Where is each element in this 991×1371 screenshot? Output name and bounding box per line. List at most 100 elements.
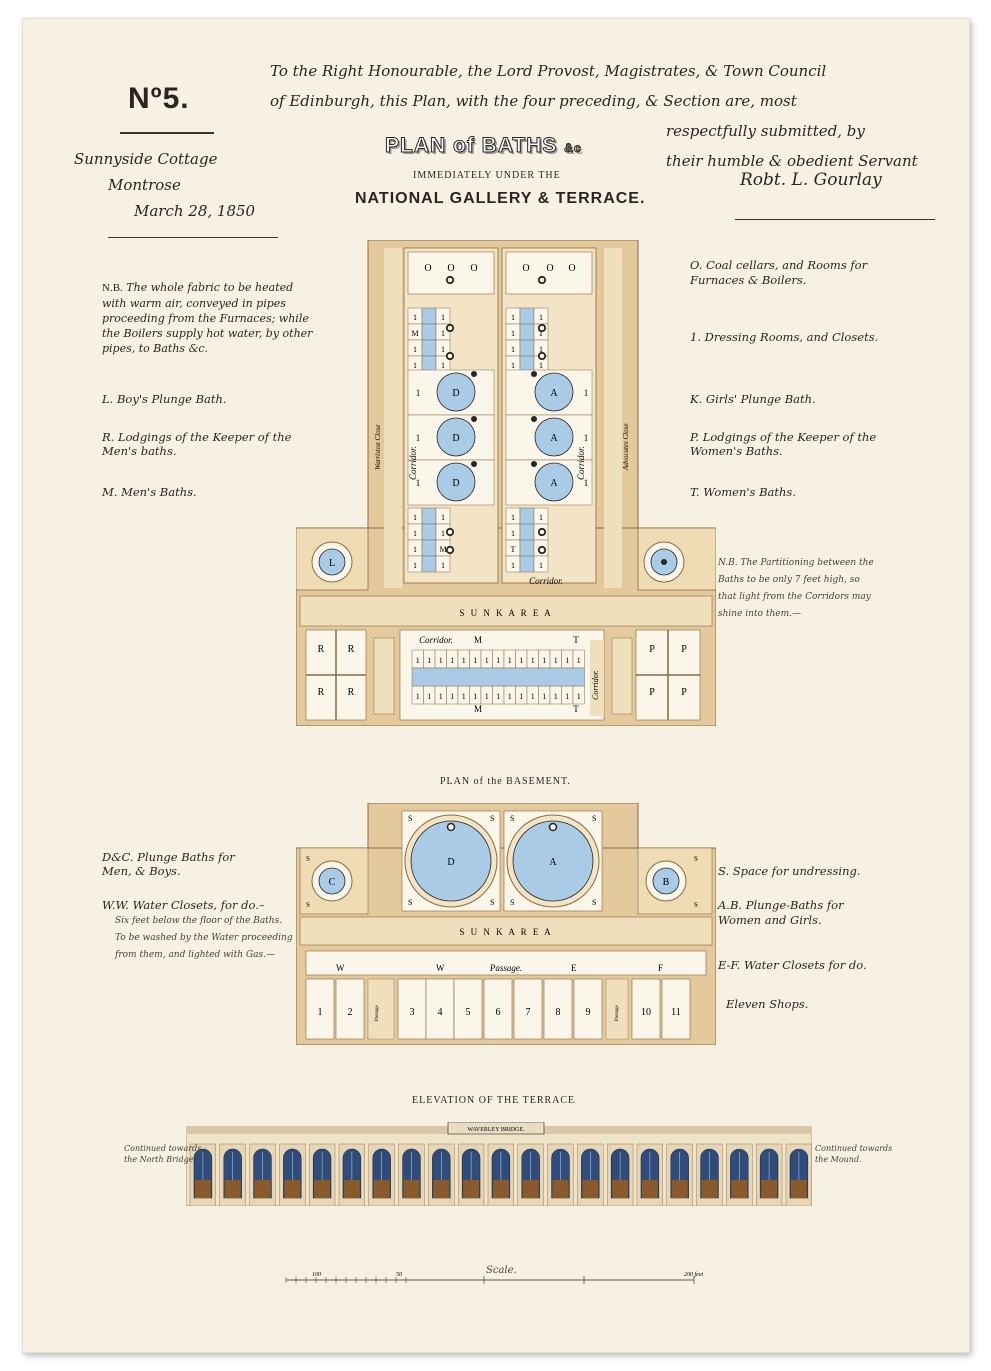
svg-text:1: 1 [441, 561, 445, 570]
address-line-1: Sunnyside Cottage [74, 150, 218, 168]
svg-text:1: 1 [413, 361, 417, 370]
svg-text:P: P [681, 687, 687, 698]
plunge-circle [534, 372, 574, 412]
scale-tick-label-3: 200 feet [684, 1271, 703, 1278]
dressing-room [421, 339, 437, 357]
girls-plunge-bath [637, 527, 716, 591]
svg-text:1: 1 [565, 692, 569, 701]
plunge-bath-C: C SS [299, 847, 369, 915]
nb2-line-3: that light from the Corridors may [718, 592, 871, 602]
svg-text:A: A [550, 433, 558, 444]
svg-text:1: 1 [584, 478, 589, 488]
dressing-room [519, 323, 535, 341]
svg-text:S: S [510, 814, 514, 823]
svg-text:6: 6 [496, 1007, 501, 1018]
sunk-area [299, 595, 713, 627]
svg-text:S: S [306, 901, 310, 909]
svg-text:E: E [571, 963, 577, 973]
shop [573, 978, 603, 1040]
svg-text:1: 1 [441, 361, 445, 370]
svg-text:1: 1 [539, 361, 543, 370]
svg-text:1: 1 [539, 313, 543, 322]
dedication-line-1: To the Right Honourable, the Lord Provos… [270, 62, 827, 80]
legend-S: S. Space for undressing. [718, 864, 861, 878]
svg-text:Passage: Passage [375, 1004, 380, 1021]
svg-text:D: D [452, 478, 459, 489]
svg-text:A: A [549, 857, 557, 868]
svg-text:8: 8 [556, 1007, 561, 1018]
shop [543, 978, 573, 1040]
svg-text:1: 1 [473, 656, 477, 665]
svg-text:A: A [550, 388, 558, 399]
shop [397, 978, 427, 1040]
lower-corridor-right: Corridor. [591, 670, 600, 700]
svg-text:1: 1 [439, 692, 443, 701]
svg-text:1: 1 [413, 313, 417, 322]
legend-P: P. Lodgings of the Keeper of the Women's… [690, 430, 877, 458]
waverley-bridge-label: WAVERLEY BRIDGE. [467, 1127, 525, 1133]
right-outer-strip [604, 248, 622, 588]
svg-text:R: R [318, 644, 325, 655]
corridor-label-right: Corridor. [576, 446, 586, 480]
svg-text:O: O [424, 263, 431, 274]
shop [453, 978, 483, 1040]
svg-text:1: 1 [519, 692, 523, 701]
legend-AB: A.B. Plunge-Baths for Women and Girls. [718, 898, 844, 927]
elevation-right-note: Continued towards the Mound. [815, 1143, 892, 1165]
svg-text:1: 1 [511, 561, 515, 570]
page-title: PLAN of BATHS &c [384, 134, 582, 158]
svg-text:M: M [474, 704, 482, 714]
basement-passage: Passage. [489, 963, 522, 973]
nb2-line-1: N.B. The Partitioning between the [718, 558, 874, 568]
plate-number: Nº5. [128, 82, 190, 115]
nb-text: The whole fabric to be heated with warm … [102, 281, 313, 355]
svg-text:11: 11 [671, 1007, 681, 1018]
svg-text:S: S [592, 814, 596, 823]
basement-sunk-label: S U N K A R E A [459, 927, 552, 937]
svg-text:1: 1 [413, 345, 417, 354]
ww-note-line-3: from them, and lighted with Gas.— [115, 950, 275, 960]
scale-bar: 100 50 200 feet [285, 1271, 703, 1284]
svg-text:O: O [568, 263, 575, 274]
svg-text:1: 1 [531, 692, 535, 701]
svg-text:1: 1 [441, 313, 445, 322]
svg-text:1: 1 [511, 529, 515, 538]
dressing-room [519, 339, 535, 357]
svg-text:1: 1 [413, 529, 417, 538]
advocates-close-label: Advocates Close [622, 424, 630, 471]
svg-text:1: 1 [450, 656, 454, 665]
legend-shops: Eleven Shops. [726, 997, 809, 1011]
svg-text:1: 1 [554, 656, 558, 665]
corridor-label-bottom: Corridor. [529, 576, 563, 586]
wc-strip [305, 950, 707, 976]
plunge-circle [436, 462, 476, 502]
svg-text:1: 1 [565, 656, 569, 665]
svg-text:1: 1 [473, 692, 477, 701]
svg-text:1: 1 [539, 345, 543, 354]
svg-text:1: 1 [416, 478, 421, 488]
svg-text:1: 1 [496, 656, 500, 665]
svg-text:9: 9 [586, 1007, 591, 1018]
svg-text:Passage: Passage [615, 1004, 620, 1021]
elevation-left-note: Continued towards the North Bridge [124, 1143, 201, 1165]
title-line2: NATIONAL GALLERY & TERRACE. [355, 190, 646, 207]
legend-L: L. Boy's Plunge Bath. [102, 392, 227, 406]
plunge-circle [534, 417, 574, 457]
svg-text:1: 1 [496, 692, 500, 701]
svg-text:T: T [573, 635, 579, 645]
svg-text:1: 1 [427, 692, 431, 701]
svg-text:1: 1 [511, 345, 515, 354]
svg-text:1: 1 [462, 692, 466, 701]
svg-text:S: S [408, 898, 412, 907]
svg-text:1: 1 [511, 329, 515, 338]
svg-text:M: M [411, 329, 418, 338]
svg-text:M: M [439, 545, 446, 554]
shop [335, 978, 365, 1040]
sunk-area-label: S U N K A R E A [459, 608, 552, 618]
legend-DC: D&C. Plunge Baths for Men, & Boys. [102, 850, 235, 878]
svg-text:1: 1 [416, 692, 420, 701]
svg-text:1: 1 [539, 513, 543, 522]
svg-text:1: 1 [511, 313, 515, 322]
svg-text:1: 1 [531, 656, 535, 665]
